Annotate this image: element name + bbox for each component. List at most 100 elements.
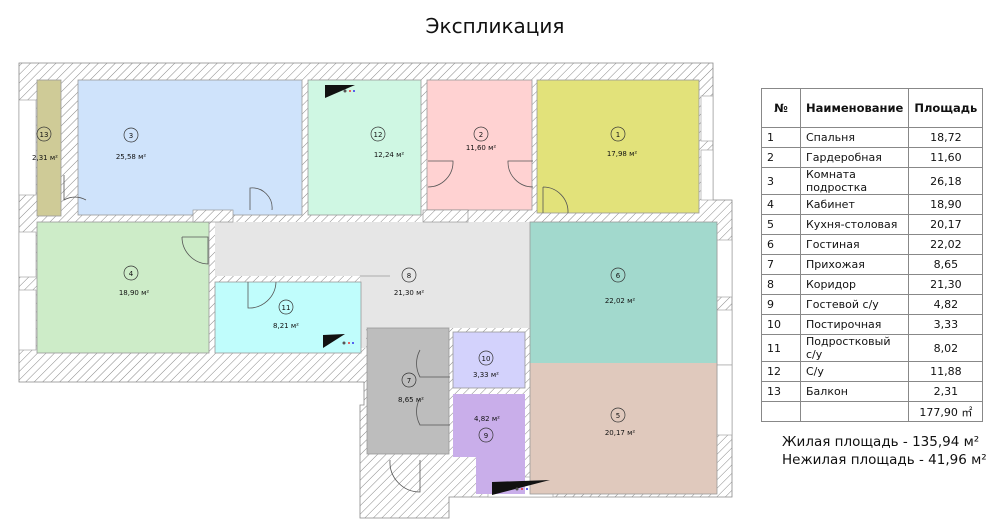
row-name: Прихожая [799,254,910,275]
room-13-number: 13 [40,131,49,139]
row-name: Гостиная [799,234,910,255]
row-name: Кабинет [799,194,910,215]
row-area: 26,18 [908,167,984,195]
room-13-balcony [37,80,61,216]
row-num: 5 [761,214,801,235]
room-5-area: 20,17 м² [605,429,636,437]
room-2-area: 11,60 м² [466,144,497,152]
row-num: 1 [761,127,801,148]
row-area: 21,30 [908,274,984,295]
row-area: 2,31 [908,381,984,402]
row-num: 4 [761,194,801,215]
row-area: 11,60 [908,147,984,168]
row-name: Спальня [799,127,910,148]
row-area: 8,02 [908,334,984,362]
row-num: 2 [761,147,801,168]
row-name: Подростковый с/у [799,334,910,362]
row-area: 8,65 [908,254,984,275]
room-8-number: 8 [407,272,411,280]
row-name: Гардеробная [799,147,910,168]
room-10-area: 3,33 м² [473,371,499,379]
row-area: 18,72 [908,127,984,148]
room-12-area: 12,24 м² [374,151,405,159]
room-9-area: 4,82 м² [474,415,500,423]
row-area: 11,88 [908,361,984,382]
area-summary: Жилая площадь - 135,94 м² Нежилая площад… [782,433,987,469]
room-9 [453,394,525,494]
room-11 [215,282,361,353]
room-10-number: 10 [482,355,491,363]
row-name: Комната подростка [799,167,910,195]
room-12 [308,80,421,215]
row-num: 13 [761,381,801,402]
non-living-area: Нежилая площадь - 41,96 м² [782,452,987,468]
room-12-number: 12 [374,131,383,139]
room-6-number: 6 [616,272,621,280]
total-area: 177,90 ㎡ [908,401,984,422]
room-3-number: 3 [129,132,133,140]
row-num: 7 [761,254,801,275]
room-1-area: 17,98 м² [607,150,638,158]
room-7 [367,328,449,454]
room-5 [530,363,717,494]
row-name: Коридор [799,274,910,295]
room-5-number: 5 [616,412,620,420]
room-11-number: 11 [282,304,291,312]
room-4-area: 18,90 м² [119,289,150,297]
room-2-number: 2 [479,131,483,139]
row-area: 4,82 [908,294,984,315]
room-4 [37,222,209,353]
row-area: 18,90 [908,194,984,215]
total-row: 177,90 ㎡ [761,401,984,422]
total-empty [761,401,801,422]
row-area: 3,33 [908,314,984,335]
room-4-number: 4 [129,270,134,278]
row-name: Гостевой с/у [799,294,910,315]
room-13-area: 2,31 м² [32,154,58,162]
total-empty [799,401,910,422]
row-num: 12 [761,361,801,382]
room-3-area: 25,58 м² [116,153,147,161]
room-6 [530,222,717,363]
page-title: Экспликация [425,14,565,38]
plumbing-fixture-icon [323,85,550,495]
row-num: 11 [761,334,801,362]
room-9-number: 9 [484,432,488,440]
room-1 [537,80,699,213]
row-area: 22,02 [908,234,984,255]
row-name: Постирочная [799,314,910,335]
room-1-number: 1 [616,131,620,139]
room-7-number: 7 [407,377,411,385]
room-2 [427,80,532,210]
room-8 [215,222,530,348]
row-name: Балкон [799,381,910,402]
row-num: 8 [761,274,801,295]
header-area: Площадь [908,88,984,128]
room-8-area: 21,30 м² [394,289,425,297]
header-name: Наименование [799,88,910,128]
row-name: Кухня-столовая [799,214,910,235]
row-num: 6 [761,234,801,255]
row-num: 3 [761,167,801,195]
room-7-area: 8,65 м² [398,396,424,404]
room-6-area: 22,02 м² [605,297,636,305]
row-num: 9 [761,294,801,315]
room-10 [453,332,525,388]
living-area: Жилая площадь - 135,94 м² [782,434,980,450]
floor-plan: 13 3 12 2 1 4 8 11 6 7 10 9 5 2,31 м² 25… [18,62,733,519]
room-3 [78,80,302,215]
room-11-area: 8,21 м² [273,322,299,330]
